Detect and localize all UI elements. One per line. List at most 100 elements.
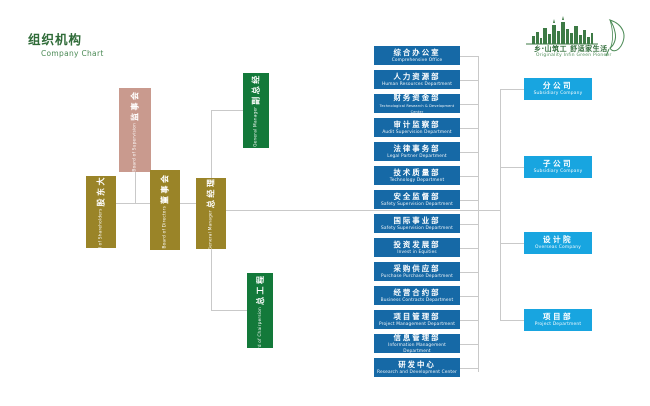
- node-department[interactable]: 人力资源部 Human Resources Department: [374, 70, 460, 89]
- node-subsidiary[interactable]: 分公司 Subsidiary Company: [524, 78, 592, 100]
- subsidiary-name-cn: 设计院: [542, 235, 574, 244]
- subsidiary-name-en: Subsidiary Company: [533, 91, 583, 96]
- company-logo: 乡·山筑工 舒适家生活 Originality Infin Green Pion…: [518, 16, 640, 62]
- department-name-en: Human Resources Department: [381, 81, 453, 87]
- node-department[interactable]: 采购供应部 Purchase Purchase Department: [374, 262, 460, 281]
- node-directors-cn: 董事会: [160, 171, 170, 204]
- connector-dept-stub: [459, 344, 478, 345]
- node-department[interactable]: 法律事务部 Legal Partner Department: [374, 142, 460, 161]
- node-vice-general-manager[interactable]: Vice General Manager 副总经理: [243, 63, 269, 158]
- node-board-of-supervisors[interactable]: Board of Supervision 监事会: [119, 88, 151, 172]
- subsidiary-name-cn: 项目部: [542, 312, 574, 321]
- node-subsidiary[interactable]: 设计院 Overseas Company: [524, 232, 592, 254]
- connector-dept-stub: [459, 272, 478, 273]
- node-department[interactable]: 综合办公室 Comprehensive Office: [374, 46, 460, 65]
- node-department[interactable]: 信息管理部 Information Management Department: [374, 332, 460, 354]
- subsidiary-name-cn: 分公司: [542, 81, 574, 90]
- node-chief-engineer-cn: 总工程师: [255, 263, 265, 306]
- connector-sub-stub: [500, 243, 524, 244]
- node-board-of-shareholders[interactable]: Board of Shareholders 股东大会: [86, 164, 116, 260]
- node-subsidiary[interactable]: 子公司 Subsidiary Company: [524, 156, 592, 178]
- connector-dept-stub: [459, 248, 478, 249]
- connector-supervisors-down: [135, 172, 136, 203]
- node-shareholders-cn: 股东大会: [96, 163, 106, 206]
- connector-dept-stub: [459, 368, 478, 369]
- department-name-en: Project Management Department: [378, 321, 456, 327]
- department-name-cn: 人力资源部: [393, 71, 441, 81]
- department-name-cn: 财务资金部: [393, 92, 441, 102]
- connector-gm-down: [211, 248, 212, 310]
- node-department[interactable]: 安全监督部 Safety Supervision Department: [374, 190, 460, 209]
- connector-subsidiary-spine: [500, 89, 501, 320]
- department-name-en: Comprehensive Office: [391, 57, 443, 63]
- department-name-cn: 技术质量部: [393, 167, 441, 177]
- connector-sub-stub: [500, 320, 524, 321]
- node-department[interactable]: 财务资金部 Technological Research & Developme…: [374, 92, 460, 114]
- node-chief-engineer[interactable]: Board of Chairpersion 总工程师: [247, 263, 273, 358]
- node-department[interactable]: 经营合约部 Business Contracts Department: [374, 286, 460, 305]
- connector-dept-stub: [459, 128, 478, 129]
- department-name-cn: 采购供应部: [393, 263, 441, 273]
- node-general-manager-en: General Manager: [208, 210, 214, 251]
- node-general-manager[interactable]: General Manager 总经理: [196, 176, 226, 251]
- connector-spine-to-sub: [478, 210, 500, 211]
- connector-sub-stub: [500, 167, 524, 168]
- page-title: 组织机构 Company Chart: [28, 32, 104, 59]
- connector-dept-stub: [459, 296, 478, 297]
- department-name-en: Research and Development Center: [377, 369, 457, 375]
- department-name-en: Business Contracts Department: [380, 297, 454, 303]
- department-name-cn: 安全监督部: [393, 191, 441, 201]
- subsidiary-name-en: Subsidiary Company: [533, 169, 583, 174]
- node-department[interactable]: 投资发展部 Invest in Equities: [374, 238, 460, 257]
- node-general-manager-cn: 总经理: [206, 176, 216, 209]
- connector-dept-stub: [459, 200, 478, 201]
- page-title-en: Company Chart: [41, 49, 104, 58]
- connector-dept-stub: [459, 104, 478, 105]
- connector-dept-stub: [459, 176, 478, 177]
- connector-dept-stub: [459, 56, 478, 57]
- node-department[interactable]: 研发中心 Research and Development Center: [374, 358, 460, 377]
- department-name-cn: 研发中心: [398, 359, 436, 369]
- node-department[interactable]: 审计监察部 Audit Supervision Department: [374, 118, 460, 137]
- connector-gm-to-spine: [220, 210, 478, 211]
- node-vice-general-manager-cn: 副总经理: [251, 62, 261, 105]
- node-supervisors-cn: 监事会: [130, 88, 140, 121]
- node-chief-engineer-en: Board of Chairpersion: [257, 307, 263, 358]
- department-name-cn: 信息管理部: [393, 332, 441, 342]
- department-name-cn: 经营合约部: [393, 287, 441, 297]
- subsidiary-name-cn: 子公司: [542, 159, 574, 168]
- department-name-en: Technological Research & Development Cen…: [379, 103, 455, 114]
- connector-dept-stub: [459, 224, 478, 225]
- connector-department-spine: [478, 56, 479, 372]
- department-name-en: Audit Supervision Department: [382, 129, 452, 135]
- connector-vgm-in: [211, 110, 244, 111]
- logo-text-cn: 乡·山筑工 舒适家生活: [534, 45, 608, 53]
- node-board-of-directors[interactable]: Board of Directors 董事会: [150, 170, 180, 250]
- page-title-cn: 组织机构: [28, 32, 83, 47]
- department-name-cn: 审计监察部: [393, 119, 441, 129]
- department-name-en: Invest in Equities: [397, 249, 437, 255]
- connector-sub-stub: [500, 89, 524, 90]
- department-name-en: Information Management Department: [388, 342, 446, 354]
- department-name-cn: 投资发展部: [393, 239, 441, 249]
- department-name-en: Safety Supervision Department: [381, 225, 453, 231]
- logo-skyline-icon: [526, 16, 625, 57]
- department-name-en: Legal Partner Department: [387, 153, 447, 159]
- subsidiary-name-en: Project Department: [534, 322, 582, 327]
- department-name-cn: 项目管理部: [393, 311, 441, 321]
- node-department[interactable]: 国际事业部 Safety Supervision Department: [374, 214, 460, 233]
- node-subsidiary[interactable]: 项目部 Project Department: [524, 309, 592, 331]
- node-directors-en: Board of Directors: [162, 205, 168, 249]
- node-department[interactable]: 项目管理部 Project Management Department: [374, 310, 460, 329]
- node-vice-general-manager-en: Vice General Manager: [253, 106, 259, 159]
- connector-dept-stub: [459, 152, 478, 153]
- connector-dept-stub: [459, 80, 478, 81]
- connector-gm-up: [211, 110, 212, 184]
- logo-text-en: Originality Infin Green Pioneer: [536, 53, 612, 58]
- department-name-cn: 国际事业部: [393, 215, 441, 225]
- connector-dept-stub: [459, 320, 478, 321]
- node-department[interactable]: 技术质量部 Technology Department: [374, 166, 460, 185]
- subsidiary-name-en: Overseas Company: [534, 245, 581, 250]
- node-supervisors-en: Board of Supervision: [132, 122, 137, 172]
